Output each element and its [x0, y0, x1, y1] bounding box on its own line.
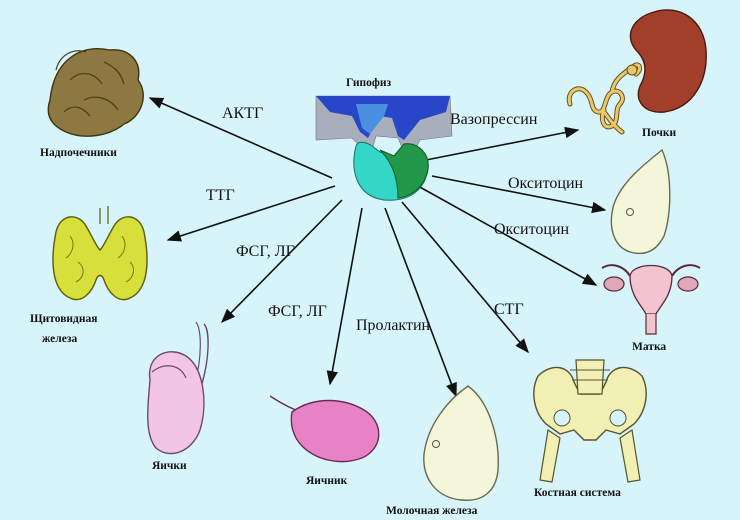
organ-adrenal-label: Надпочечники — [40, 147, 117, 159]
hormone-oxytocin-2-label: Окситоцин — [494, 221, 570, 238]
organ-ovary-label: Яичник — [306, 475, 348, 487]
mammary-gland-right-graphic — [610, 148, 671, 255]
labels: Гипофиз АКТГ ТТГ ФСГ, ЛГ ФСГ, ЛГ Пролакт… — [30, 77, 677, 517]
arrow-fsh-lh-testes — [220, 199, 343, 324]
uterus-graphic — [601, 264, 701, 335]
adrenal-glands-graphic — [47, 48, 144, 137]
arrow-gh — [401, 201, 529, 354]
arrow-acth — [148, 97, 333, 179]
arrow-oxytocin-uterus — [417, 185, 598, 286]
ovary-graphic — [269, 395, 380, 463]
pituitary-label: Гипофиз — [346, 77, 391, 89]
arrow-vasopressin — [425, 126, 580, 161]
hormone-oxytocin-1-label: Окситоцин — [508, 175, 584, 192]
hormone-fsh-lh-2-label: ФСГ, ЛГ — [268, 303, 327, 320]
testes-graphic — [147, 321, 209, 455]
organ-testes-label: Яички — [152, 460, 187, 472]
thyroid-graphic — [52, 206, 148, 301]
arrow-fsh-lh-ovary — [326, 207, 363, 386]
organ-mammary-label: Молочная железа — [386, 505, 478, 517]
organ-thyroid-line2-label: железа — [42, 333, 77, 345]
hormone-prolactin-label: Пролактин — [356, 317, 431, 334]
kidney-graphic — [566, 9, 707, 135]
arrow-tsh — [166, 185, 336, 242]
hormone-acth-label: АКТГ — [222, 105, 263, 122]
hormone-vasopressin-label: Вазопрессин — [450, 111, 538, 128]
arrows — [148, 97, 607, 398]
pituitary-graphic — [315, 95, 453, 201]
mammary-gland-graphic — [423, 385, 499, 501]
hormone-tsh-label: ТТГ — [206, 187, 235, 204]
organ-uterus-label: Матка — [632, 341, 666, 353]
hormone-fsh-lh-1-label: ФСГ, ЛГ — [236, 243, 295, 260]
skeleton-graphic — [533, 359, 647, 483]
arrow-prolactin — [384, 207, 457, 398]
arrow-oxytocin-mammary — [431, 175, 607, 214]
hormone-gh-label: СТГ — [494, 301, 524, 318]
organ-kidneys-label: Почки — [642, 127, 677, 139]
organ-thyroid-line1-label: Щитовидная — [30, 313, 97, 325]
organ-skeleton-label: Костная система — [534, 487, 621, 499]
